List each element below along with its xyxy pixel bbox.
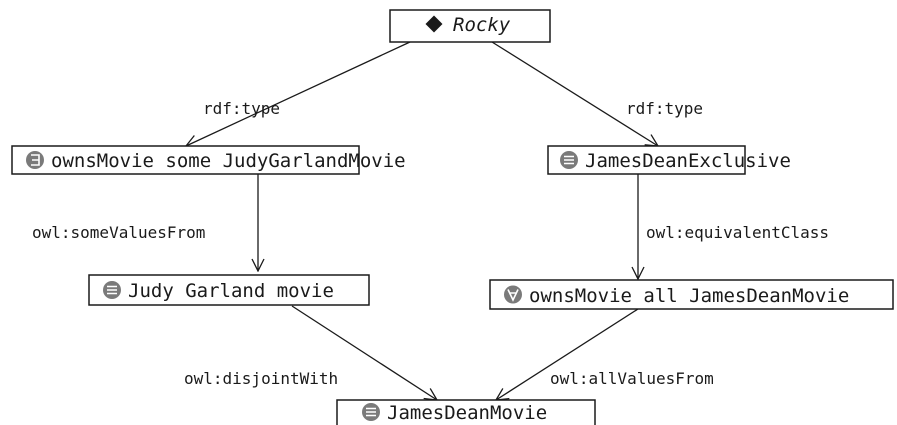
node-owns-movie-all[interactable]: ownsMovie all JamesDeanMovie bbox=[489, 279, 894, 310]
node-rocky[interactable]: Rocky bbox=[389, 9, 551, 43]
edge-type-right bbox=[491, 41, 658, 146]
class-icon bbox=[560, 151, 578, 169]
node-owns-movie-some[interactable]: ownsMovie some JudyGarlandMovie bbox=[11, 145, 406, 175]
edge-label-some-values-from: owl:someValuesFrom bbox=[32, 223, 205, 242]
edge-label-type-left: rdf:type bbox=[203, 99, 280, 118]
node-owns-movie-some-label: ownsMovie some JudyGarlandMovie bbox=[51, 150, 406, 172]
universal-icon bbox=[504, 285, 522, 304]
class-icon bbox=[362, 403, 380, 421]
edge-label-all-values-from: owl:allValuesFrom bbox=[550, 369, 714, 388]
edge-type-left bbox=[186, 41, 411, 146]
edge-label-type-right: rdf:type bbox=[626, 99, 703, 118]
edge-all-values-from bbox=[496, 308, 639, 400]
edge-label-disjoint-with: owl:disjointWith bbox=[184, 369, 338, 388]
node-james-dean-exclusive-label: JamesDeanExclusive bbox=[585, 150, 791, 172]
node-james-dean-movie[interactable]: JamesDeanMovie bbox=[336, 399, 596, 425]
class-icon bbox=[103, 281, 121, 299]
node-rocky-label: Rocky bbox=[453, 14, 511, 36]
existential-icon bbox=[26, 151, 44, 169]
edge-label-equivalent-class: owl:equivalentClass bbox=[646, 223, 829, 242]
node-judy-garland-movie-label: Judy Garland movie bbox=[128, 280, 334, 302]
node-james-dean-movie-label: JamesDeanMovie bbox=[387, 402, 547, 424]
edge-disjoint-with bbox=[291, 305, 437, 400]
node-judy-garland-movie[interactable]: Judy Garland movie bbox=[88, 274, 370, 306]
node-owns-movie-all-label: ownsMovie all JamesDeanMovie bbox=[529, 285, 849, 307]
node-james-dean-exclusive[interactable]: JamesDeanExclusive bbox=[547, 145, 791, 175]
